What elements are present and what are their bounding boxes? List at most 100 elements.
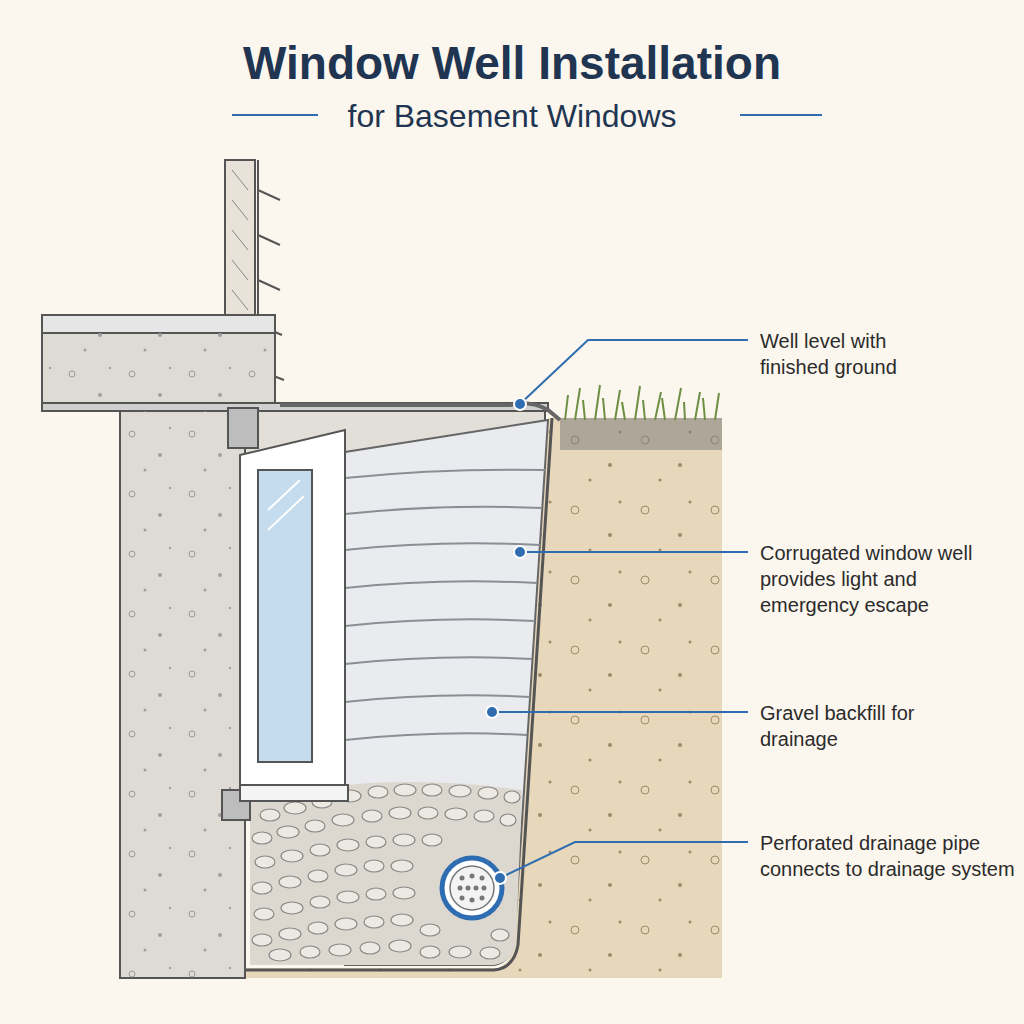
dot (466, 886, 471, 891)
gravel-stone (364, 916, 384, 928)
callout-text: Gravel backfill for drainage (760, 700, 940, 752)
gravel-stone (366, 836, 386, 848)
window-frame (240, 430, 345, 800)
gravel-stone (329, 944, 351, 956)
gravel-stone (252, 832, 272, 844)
grass-blades (565, 385, 719, 420)
leader-dot (486, 706, 498, 718)
gravel-stone (394, 784, 416, 796)
callout-text: Corrugated window well provides light an… (760, 540, 990, 618)
rib (345, 507, 542, 514)
rib (345, 543, 540, 550)
gravel-stone (474, 810, 494, 822)
gravel-stone (393, 887, 415, 899)
rib (345, 470, 545, 478)
stud-hatch (232, 170, 248, 310)
stones (252, 784, 520, 961)
gravel-stone (420, 924, 440, 936)
gravel-stone (445, 808, 467, 820)
gravel-stone (308, 870, 328, 882)
gravel-stone (335, 864, 357, 876)
gravel-stone (277, 826, 299, 838)
gravel-stone (252, 882, 272, 894)
perforations (458, 874, 487, 903)
dot (470, 874, 475, 879)
gravel-stone (478, 787, 498, 799)
gravel-stone (360, 942, 380, 954)
gravel-stone (393, 834, 415, 846)
well-wall (245, 418, 552, 970)
gravel-stone (332, 814, 354, 826)
grass (565, 385, 719, 420)
leader-dot (514, 398, 526, 410)
gravel-stone (449, 785, 471, 797)
window-glass (258, 470, 312, 762)
leader-line (492, 711, 748, 713)
rib (345, 581, 537, 588)
gravel-stone (422, 784, 442, 796)
glass-shine (268, 480, 304, 530)
stud (225, 160, 255, 325)
rule-line (232, 114, 318, 116)
rib (345, 695, 530, 702)
gravel-stone (335, 918, 357, 930)
gravel-stone (366, 888, 386, 900)
pipe-inner (450, 866, 494, 910)
diagram-title: Window Well Installation (0, 34, 1024, 94)
leader-dots (486, 398, 526, 884)
dot (470, 898, 475, 903)
subtitle: for Basement Windows (262, 96, 762, 138)
gravel-stone (504, 791, 520, 803)
dot (460, 896, 465, 901)
gravel-stone (391, 860, 413, 872)
rib (345, 733, 527, 740)
gravel-stone (308, 922, 328, 934)
window (222, 430, 348, 820)
wall-texture (120, 411, 245, 978)
rule-line (740, 114, 822, 116)
gravel-stone (254, 908, 274, 920)
gravel-stone (480, 947, 500, 959)
leader-line (520, 340, 748, 404)
leader-dot (514, 546, 526, 558)
gravel-stone (279, 876, 301, 888)
corrugations (345, 470, 545, 740)
leader-dot (494, 872, 506, 884)
slab-texture (42, 333, 275, 405)
gravel-stone (279, 928, 301, 940)
gravel-stone (300, 946, 320, 958)
gravel-stone (389, 807, 411, 819)
gravel-stone (281, 850, 303, 862)
callout-text: Perforated drainage pipe connects to dra… (760, 830, 1020, 882)
dot (480, 876, 485, 881)
leader-line (520, 551, 748, 553)
gravel-stone (391, 914, 413, 926)
dot (458, 886, 463, 891)
gravel-stone (418, 807, 438, 819)
gravel-stone (252, 934, 272, 946)
gravel-stone (422, 834, 442, 846)
gravel (250, 782, 522, 965)
wall (120, 411, 245, 978)
gravel-stone (449, 946, 471, 958)
gravel-stone (362, 810, 382, 822)
rib (345, 619, 535, 626)
header-block (228, 408, 258, 448)
dot (474, 886, 479, 891)
gravel-stone (284, 802, 306, 814)
gravel-stone (364, 860, 384, 872)
gravel-stone (281, 902, 303, 914)
gravel-stone (260, 809, 280, 821)
gravel-stone (337, 839, 359, 851)
gravel-stone (389, 940, 411, 952)
dot (480, 896, 485, 901)
window-well (245, 403, 560, 970)
topsoil-gravel (560, 418, 722, 450)
gravel-stone (269, 949, 291, 961)
gravel-stone (337, 891, 359, 903)
gravel-stone (491, 929, 509, 941)
rib (345, 657, 532, 664)
window-sill (240, 785, 348, 801)
dot (482, 886, 487, 891)
gravel-stone (305, 820, 325, 832)
